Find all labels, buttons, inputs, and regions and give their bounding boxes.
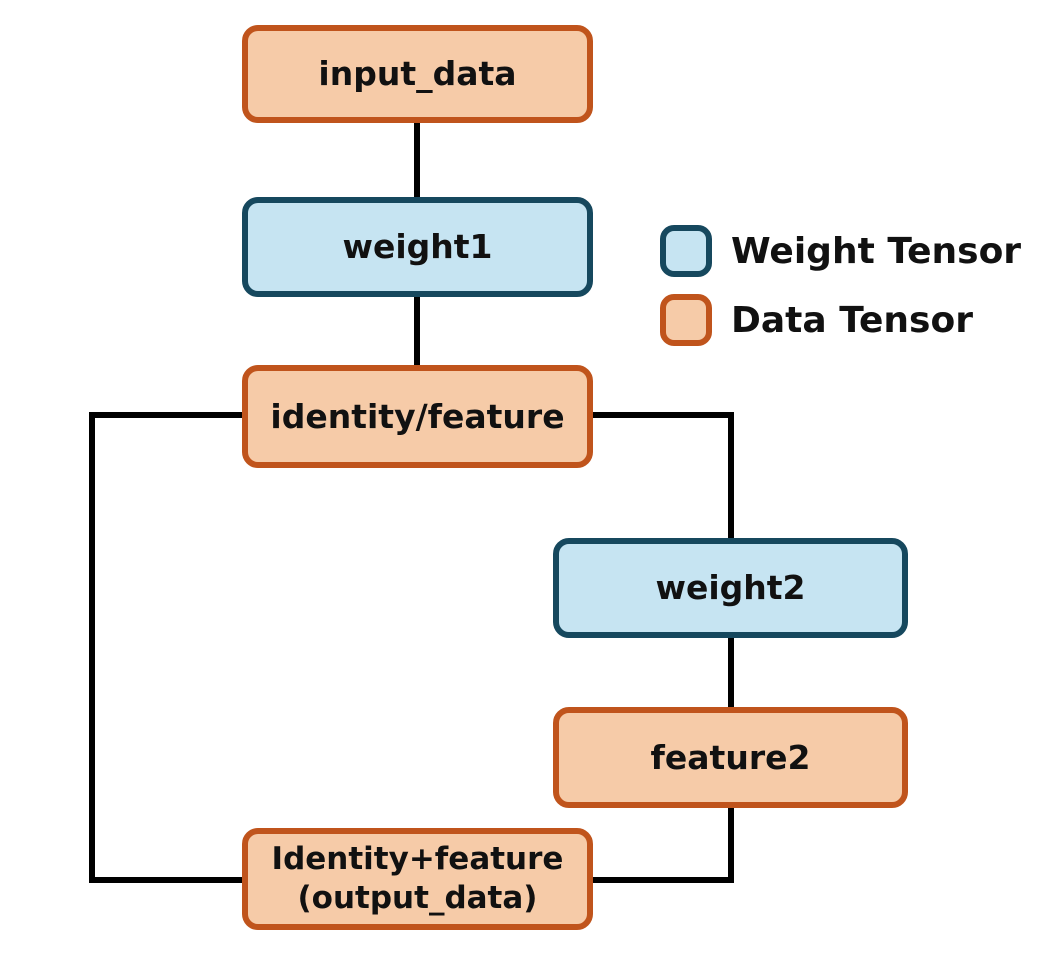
data-tensor-swatch-icon — [660, 294, 712, 346]
edge-skip-connection-vertical — [89, 412, 95, 883]
edge-feature2-to-output — [590, 877, 734, 883]
legend-item-data-tensor: Data Tensor — [660, 294, 1021, 346]
weight-tensor-swatch-icon — [660, 225, 712, 277]
edge-weight2-to-feature2 — [728, 635, 734, 710]
node-feature2: feature2 — [553, 707, 908, 808]
edge-feature2-down — [728, 805, 734, 883]
legend: Weight Tensor Data Tensor — [660, 225, 1021, 363]
edge-skip-connection-to-output — [89, 877, 245, 883]
legend-data-tensor-label: Data Tensor — [731, 299, 973, 341]
node-output-line2: (output_data) — [297, 880, 538, 916]
legend-weight-tensor-label: Weight Tensor — [731, 230, 1022, 272]
edge-to-weight2 — [728, 412, 734, 541]
edge-weight1-to-identity — [414, 294, 420, 368]
node-feature2-label: feature2 — [650, 737, 811, 777]
node-identity-feature-label: identity/feature — [270, 396, 565, 436]
node-identity-feature: identity/feature — [242, 365, 593, 468]
node-input-data: input_data — [242, 25, 593, 123]
edge-identity-left-branch — [89, 412, 245, 418]
node-output-line1: Identity+feature — [271, 840, 564, 877]
node-weight1-label: weight1 — [342, 227, 493, 267]
node-weight2: weight2 — [553, 538, 908, 638]
node-output-data-label: Identity+feature (output_data) — [272, 840, 564, 918]
edge-identity-right-branch — [590, 412, 734, 418]
node-output-data: Identity+feature (output_data) — [242, 828, 593, 930]
node-weight1: weight1 — [242, 197, 593, 297]
legend-item-weight-tensor: Weight Tensor — [660, 225, 1021, 277]
node-weight2-label: weight2 — [655, 568, 806, 608]
node-input-data-label: input_data — [318, 54, 517, 94]
edge-input-to-weight1 — [414, 120, 420, 200]
